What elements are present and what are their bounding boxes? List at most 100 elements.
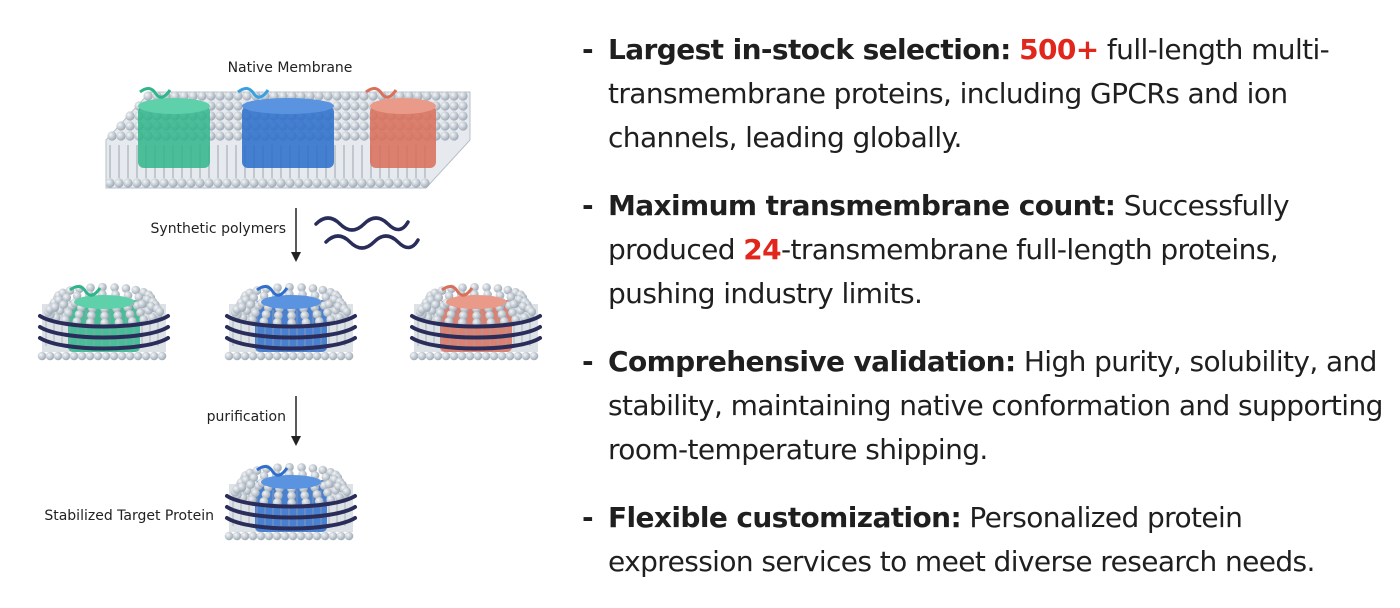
lipid-head <box>497 351 507 361</box>
lipid-head <box>155 307 165 316</box>
lipid-head <box>527 307 537 316</box>
lipid-head <box>359 111 369 121</box>
lipid-head <box>110 283 119 292</box>
lipid-head <box>341 111 351 121</box>
lipid-head <box>323 488 332 497</box>
polymer-waves-icon <box>314 216 420 250</box>
lipid-head <box>72 291 82 301</box>
stabilized-target-label: Stabilized Target Protein <box>44 508 214 524</box>
lipid-head <box>359 131 369 141</box>
lipid-head <box>188 91 198 101</box>
lipid-head <box>233 121 243 131</box>
nanodisc-green <box>37 282 170 361</box>
lipid-head <box>61 351 71 361</box>
lipid-head <box>458 101 468 111</box>
lipid-head <box>330 178 340 188</box>
lipid-head <box>332 101 342 111</box>
arrow-purification <box>291 396 301 446</box>
lipid-head <box>431 91 441 101</box>
lipid-head <box>45 351 55 361</box>
lipid-head <box>321 472 331 482</box>
red-protein <box>365 87 436 168</box>
lipid-head <box>312 531 322 541</box>
lipid-head <box>320 351 330 361</box>
lipid-head <box>136 308 145 317</box>
purification-label: purification <box>207 409 286 425</box>
lipid-head <box>134 292 144 302</box>
lipid-head <box>449 91 459 101</box>
lipid-head <box>294 178 304 188</box>
lipid-head <box>359 91 369 101</box>
lipid-head <box>280 351 290 361</box>
lipid-head <box>341 101 351 111</box>
lipid-head <box>375 178 385 188</box>
lipid-head <box>449 131 459 141</box>
lipid-head <box>489 351 499 361</box>
bullet-text-pre: Successfully produced <box>608 189 1290 266</box>
lipid-head <box>529 351 539 361</box>
lipid-head <box>215 101 225 111</box>
lipid-head <box>224 91 234 101</box>
lipid-head <box>159 178 169 188</box>
lipid-head <box>300 311 310 320</box>
lipid-head <box>64 308 73 318</box>
lipid-head <box>449 101 459 111</box>
lipid-head <box>449 351 459 361</box>
lipid-head <box>458 91 468 101</box>
lipid-head <box>261 490 271 499</box>
lipid-head <box>449 121 459 131</box>
lipid-head <box>413 91 423 101</box>
bullet-title: Flexible customization: <box>608 501 962 534</box>
lipid-head <box>440 121 450 131</box>
lipid-head <box>393 178 403 188</box>
lipid-head <box>59 300 68 309</box>
lipid-head <box>440 111 450 121</box>
lipid-head <box>213 178 223 188</box>
lipid-head <box>458 283 467 292</box>
lipid-head <box>513 351 523 361</box>
lipid-head <box>320 531 330 541</box>
bullet-transmembrane: - Maximum transmembrane count: Successfu… <box>582 184 1392 316</box>
lipid-head <box>248 351 258 361</box>
lipid-head <box>37 351 47 361</box>
lipid-head <box>350 91 360 101</box>
lipid-head <box>357 178 367 188</box>
lipid-head <box>141 178 151 188</box>
lipid-head <box>224 111 234 121</box>
highlight-500: 500+ <box>1019 33 1099 66</box>
lipid-head <box>457 351 467 361</box>
lipid-head <box>224 101 234 111</box>
lipid-head <box>441 351 451 361</box>
lipid-head <box>472 311 481 321</box>
lipid-head <box>149 351 159 361</box>
lipid-head <box>131 285 141 295</box>
lipid-head <box>256 531 266 541</box>
lipid-head <box>121 284 131 293</box>
lipid-head <box>465 351 475 361</box>
native-membrane <box>105 87 471 189</box>
nanodisc-blue <box>224 282 357 361</box>
lipid-head <box>482 283 491 292</box>
lipid-head <box>323 91 333 101</box>
protein-top <box>446 295 506 309</box>
lipid-head <box>409 351 419 361</box>
lipid-head <box>344 531 354 541</box>
polymer-band <box>225 516 357 531</box>
lipid-head <box>116 121 126 131</box>
lipid-head <box>508 308 517 317</box>
lipid-head <box>321 292 331 302</box>
protein-loop <box>69 285 102 297</box>
lipid-head <box>272 531 282 541</box>
bullet-title: Comprehensive validation: <box>608 345 1016 378</box>
lipid-head <box>264 351 274 361</box>
blue-protein <box>237 87 334 168</box>
lipid-head <box>280 531 290 541</box>
lipid-head <box>264 531 274 541</box>
lipid-head <box>341 121 351 131</box>
lipid-head <box>237 302 247 312</box>
lipid-head <box>260 91 270 101</box>
lipid-head <box>53 351 63 361</box>
nanodisc-red <box>409 282 542 361</box>
lipid-head <box>195 178 205 188</box>
lipid-head <box>324 299 334 309</box>
